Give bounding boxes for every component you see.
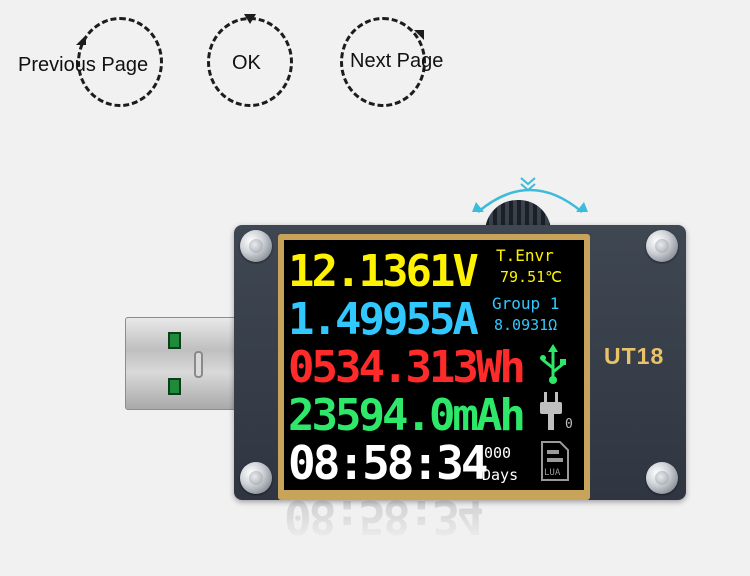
previous-page-ring bbox=[77, 17, 163, 107]
days-label: Days bbox=[482, 466, 519, 484]
screw-top-left bbox=[240, 230, 272, 262]
resistance-readout: 8.0931Ω bbox=[494, 316, 558, 334]
group-label: Group 1 bbox=[492, 294, 560, 313]
usb-slot bbox=[194, 351, 203, 378]
screen-bezel: 12.1361V 1.49955A 0534.313Wh 23594.0mAh … bbox=[278, 234, 590, 500]
ok-label: OK bbox=[232, 52, 261, 74]
device-reflection: 08:58:34 bbox=[234, 500, 686, 576]
days-value: 000 bbox=[484, 444, 512, 462]
arrow-down-icon bbox=[244, 14, 256, 24]
document-icon bbox=[541, 441, 569, 481]
energy-readout: 0534.313Wh bbox=[288, 342, 526, 393]
env-label: T.Envr bbox=[496, 246, 554, 265]
usb-plug bbox=[125, 317, 240, 410]
next-page-label: Next Page bbox=[350, 50, 444, 72]
arrow-left-icon bbox=[76, 35, 86, 45]
env-temp: 79.51℃ bbox=[500, 268, 562, 286]
current-readout: 1.49955A bbox=[288, 294, 479, 345]
usb-icon bbox=[540, 344, 566, 384]
usb-contact-hole bbox=[168, 332, 181, 349]
capacity-readout: 23594.0mAh bbox=[288, 390, 526, 441]
plug-icon bbox=[540, 392, 562, 430]
next-page-ring bbox=[340, 17, 426, 107]
file-label: LUA bbox=[544, 468, 561, 478]
voltage-readout: 12.1361V bbox=[288, 246, 479, 297]
reflection-time: 08:58:34 bbox=[284, 500, 482, 544]
plug-count: 0 bbox=[565, 417, 573, 432]
wheel-rotate-icon bbox=[472, 177, 588, 213]
time-readout: 08:58:34 bbox=[288, 436, 489, 490]
screw-bottom-right bbox=[646, 462, 678, 494]
usb-contact-hole bbox=[168, 378, 181, 395]
brand-label: UT18 bbox=[604, 343, 665, 369]
previous-page-label: Previous Page bbox=[18, 54, 149, 76]
arrow-right-icon bbox=[414, 30, 424, 40]
lcd-screen: 12.1361V 1.49955A 0534.313Wh 23594.0mAh … bbox=[284, 240, 584, 490]
usb-meter-device: 12.1361V 1.49955A 0534.313Wh 23594.0mAh … bbox=[234, 225, 686, 500]
screw-top-right bbox=[646, 230, 678, 262]
screw-bottom-left bbox=[240, 462, 272, 494]
